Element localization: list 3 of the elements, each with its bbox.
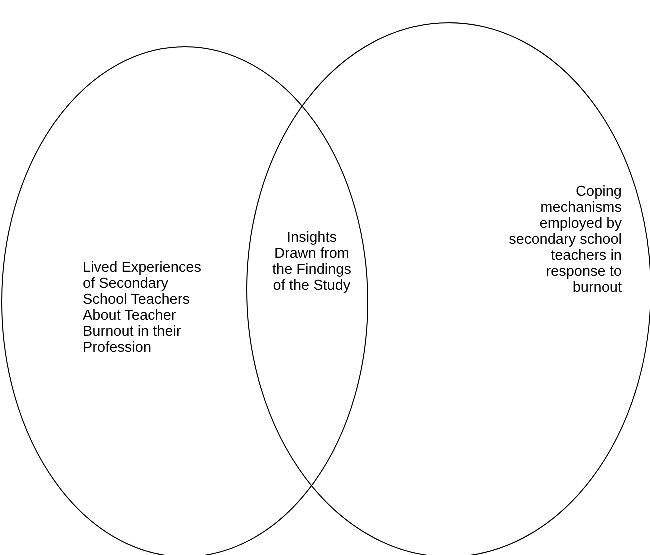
circle-label: Coping mechanisms employed by secondary school teachers in response to burnout [508, 184, 622, 296]
overlap-label: Insights Drawn from the Findings of the Study [272, 230, 352, 294]
circle-label: Lived Experiences of Secondary School Teachers About Teacher Burnout in their Profession [83, 260, 202, 356]
